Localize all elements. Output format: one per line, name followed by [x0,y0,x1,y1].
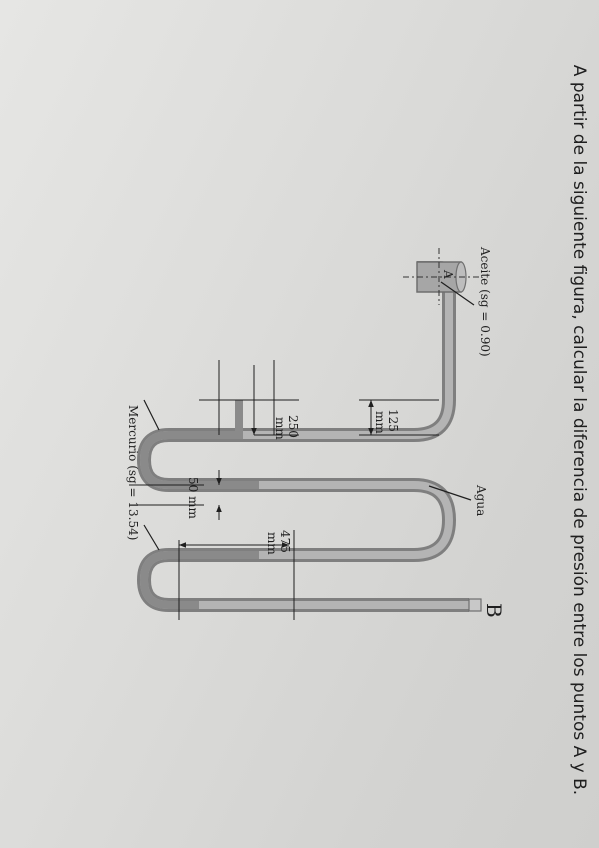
dim-50-label: 50 mm [186,477,200,519]
dim-475-value: 475 [278,530,292,553]
oil-label: Aceite (sg = 0.90) [478,246,492,357]
oil-leader [440,281,475,306]
mercury-leader-1 [143,399,160,431]
point-a-label: A [441,269,455,279]
dim-475-unit: mm [265,532,279,555]
mercury-leader-2 [143,524,160,551]
tube-end-b [468,598,482,612]
water-label: Agua [474,484,488,516]
dim-250-unit: mm [273,417,287,440]
point-b-label: B [482,603,506,618]
mercury-column-1 [139,400,259,489]
dim-250-value: 250 [286,415,300,438]
dim-125-unit: mm [373,411,387,434]
mercury-column-2 [139,551,259,609]
mercury-label: Mercurio (sg = 13.54) [126,405,140,540]
water-leader [428,485,472,501]
dim-125-value: 125 [386,409,400,432]
